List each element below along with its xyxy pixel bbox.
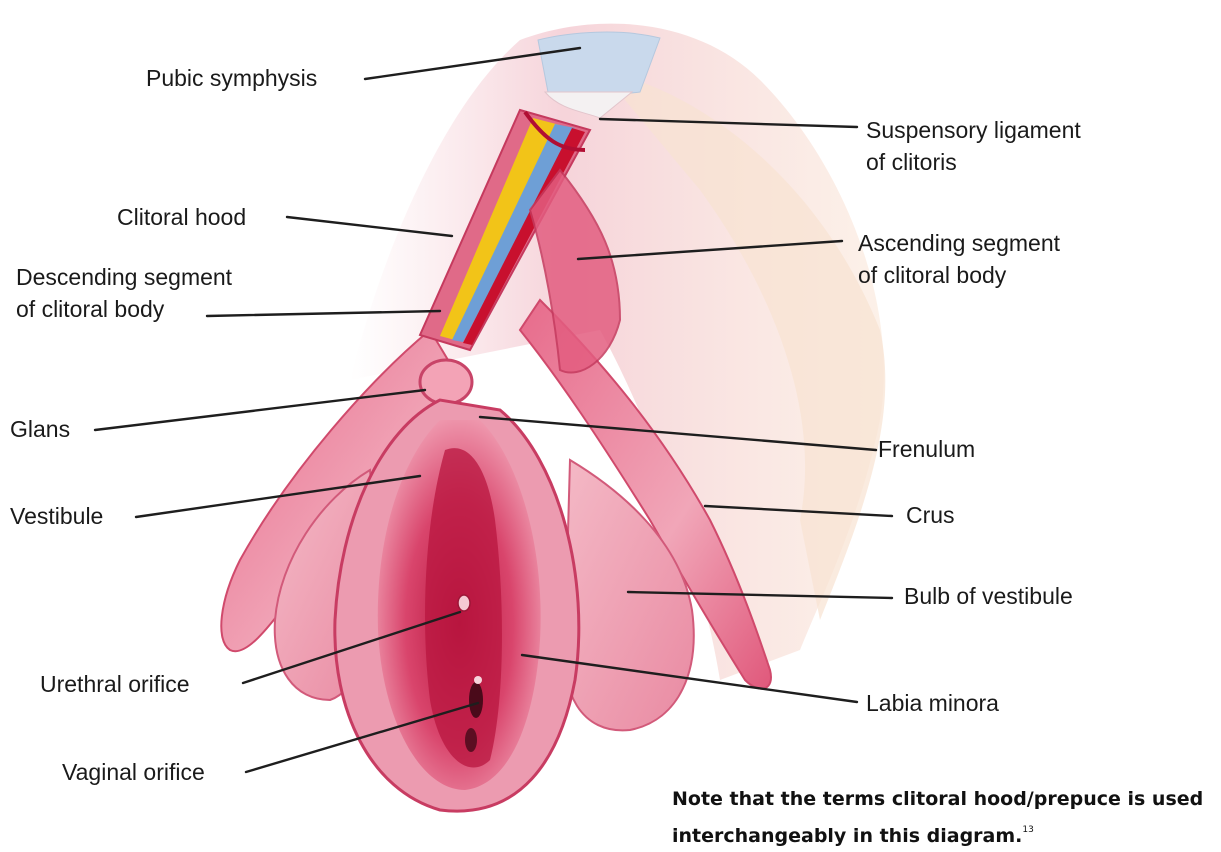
- label-suspensory-ligament-line2: of clitoris: [866, 146, 1081, 178]
- label-clitoral-hood: Clitoral hood: [117, 201, 246, 233]
- label-crus: Crus: [906, 499, 955, 531]
- note-line2-text: interchangeably in this diagram.: [672, 825, 1022, 847]
- label-vestibule: Vestibule: [10, 500, 103, 532]
- glans-shape: [420, 360, 472, 404]
- label-suspensory-ligament-line1: Suspensory ligament: [866, 114, 1081, 146]
- label-ascending-segment: Ascending segment of clitoral body: [858, 227, 1060, 291]
- label-glans: Glans: [10, 413, 70, 445]
- note-line1: Note that the terms clitoral hood/prepuc…: [672, 784, 1203, 815]
- label-urethral-orifice: Urethral orifice: [40, 668, 190, 700]
- label-labia-minora: Labia minora: [866, 687, 999, 719]
- label-suspensory-ligament: Suspensory ligament of clitoris: [866, 114, 1081, 178]
- note-reference: 13: [1022, 825, 1033, 835]
- label-frenulum: Frenulum: [878, 433, 975, 465]
- label-bulb-of-vestibule: Bulb of vestibule: [904, 580, 1073, 612]
- label-descending-segment-line1: Descending segment: [16, 261, 232, 293]
- label-pubic-symphysis: Pubic symphysis: [146, 62, 317, 94]
- urethral-orifice-shape: [458, 595, 470, 611]
- note-text: Note that the terms clitoral hood/prepuc…: [672, 784, 1203, 852]
- label-descending-segment: Descending segment of clitoral body: [16, 261, 232, 325]
- label-ascending-segment-line1: Ascending segment: [858, 227, 1060, 259]
- label-vaginal-orifice: Vaginal orifice: [62, 756, 205, 788]
- pubic-symphysis-shape: [538, 32, 660, 95]
- label-ascending-segment-line2: of clitoral body: [858, 259, 1060, 291]
- note-line2: interchangeably in this diagram.13: [672, 815, 1203, 852]
- label-descending-segment-line2: of clitoral body: [16, 293, 232, 325]
